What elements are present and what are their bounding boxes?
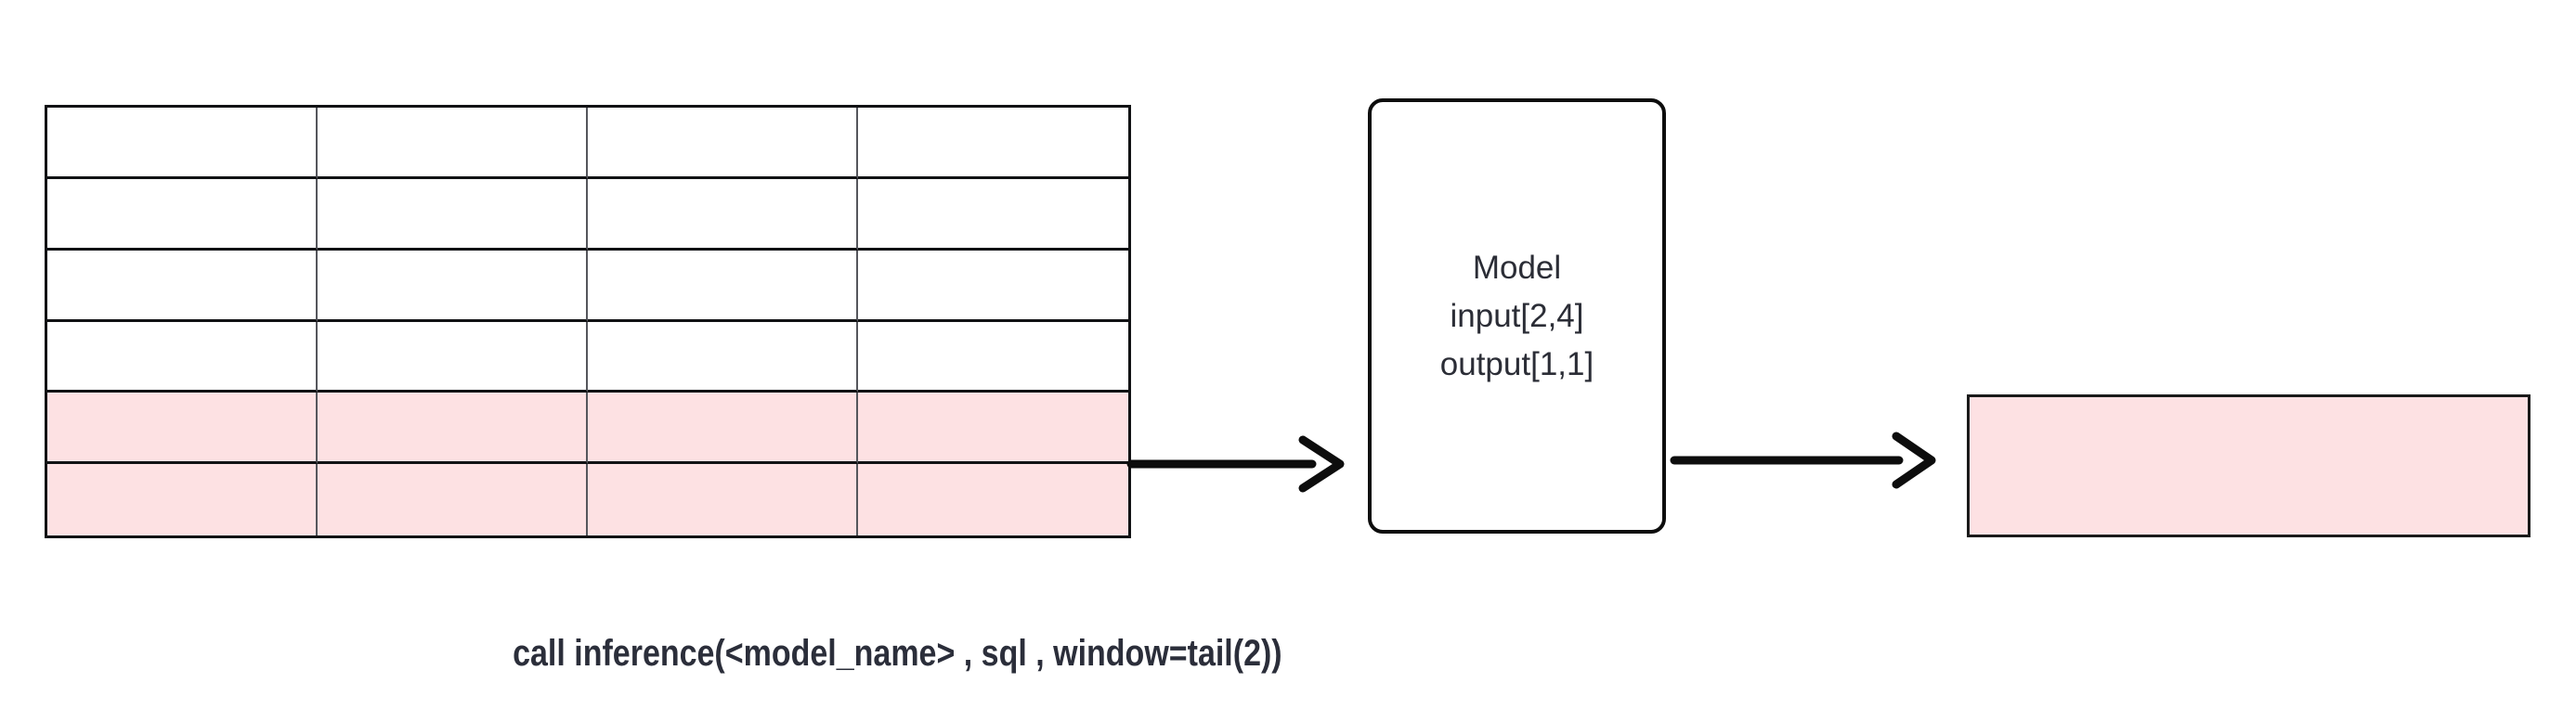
table-cell [47,250,318,322]
model-input-shape: input[2,4] [1450,297,1584,334]
table-cell [588,250,858,322]
table-cell [588,393,858,465]
input-data-table [45,105,1131,538]
table-to-model-arrow-icon [1126,435,1345,493]
table-cell [858,322,1128,393]
table-cell [47,178,318,251]
model-output-shape: output[1,1] [1439,345,1594,382]
table-cell [588,108,858,179]
table-cell [858,464,1128,535]
table-cell [318,250,588,322]
table-cell [47,108,318,179]
table-cell [858,108,1128,179]
table-cell [858,251,1128,322]
table-cell [47,393,318,465]
table-cell [588,321,858,393]
table-cell [858,179,1128,251]
table-cell [858,393,1128,465]
table-cell [318,393,588,465]
model-box-title: Model [1472,249,1562,286]
table-cell [318,178,588,251]
table-cell [588,178,858,251]
table-cell [47,464,318,535]
table-cell [318,464,588,535]
caption-text: call inference(<model_name> , sql , wind… [512,633,1282,674]
output-result-box [1967,394,2530,537]
model-box: Model input[2,4] output[1,1] [1368,98,1666,534]
table-cell [318,321,588,393]
caption: call inference(<model_name> , sql , wind… [427,633,1367,675]
table-cell [47,321,318,393]
table-cell [318,108,588,179]
table-cell [588,464,858,535]
model-to-output-arrow-icon [1670,432,1936,489]
